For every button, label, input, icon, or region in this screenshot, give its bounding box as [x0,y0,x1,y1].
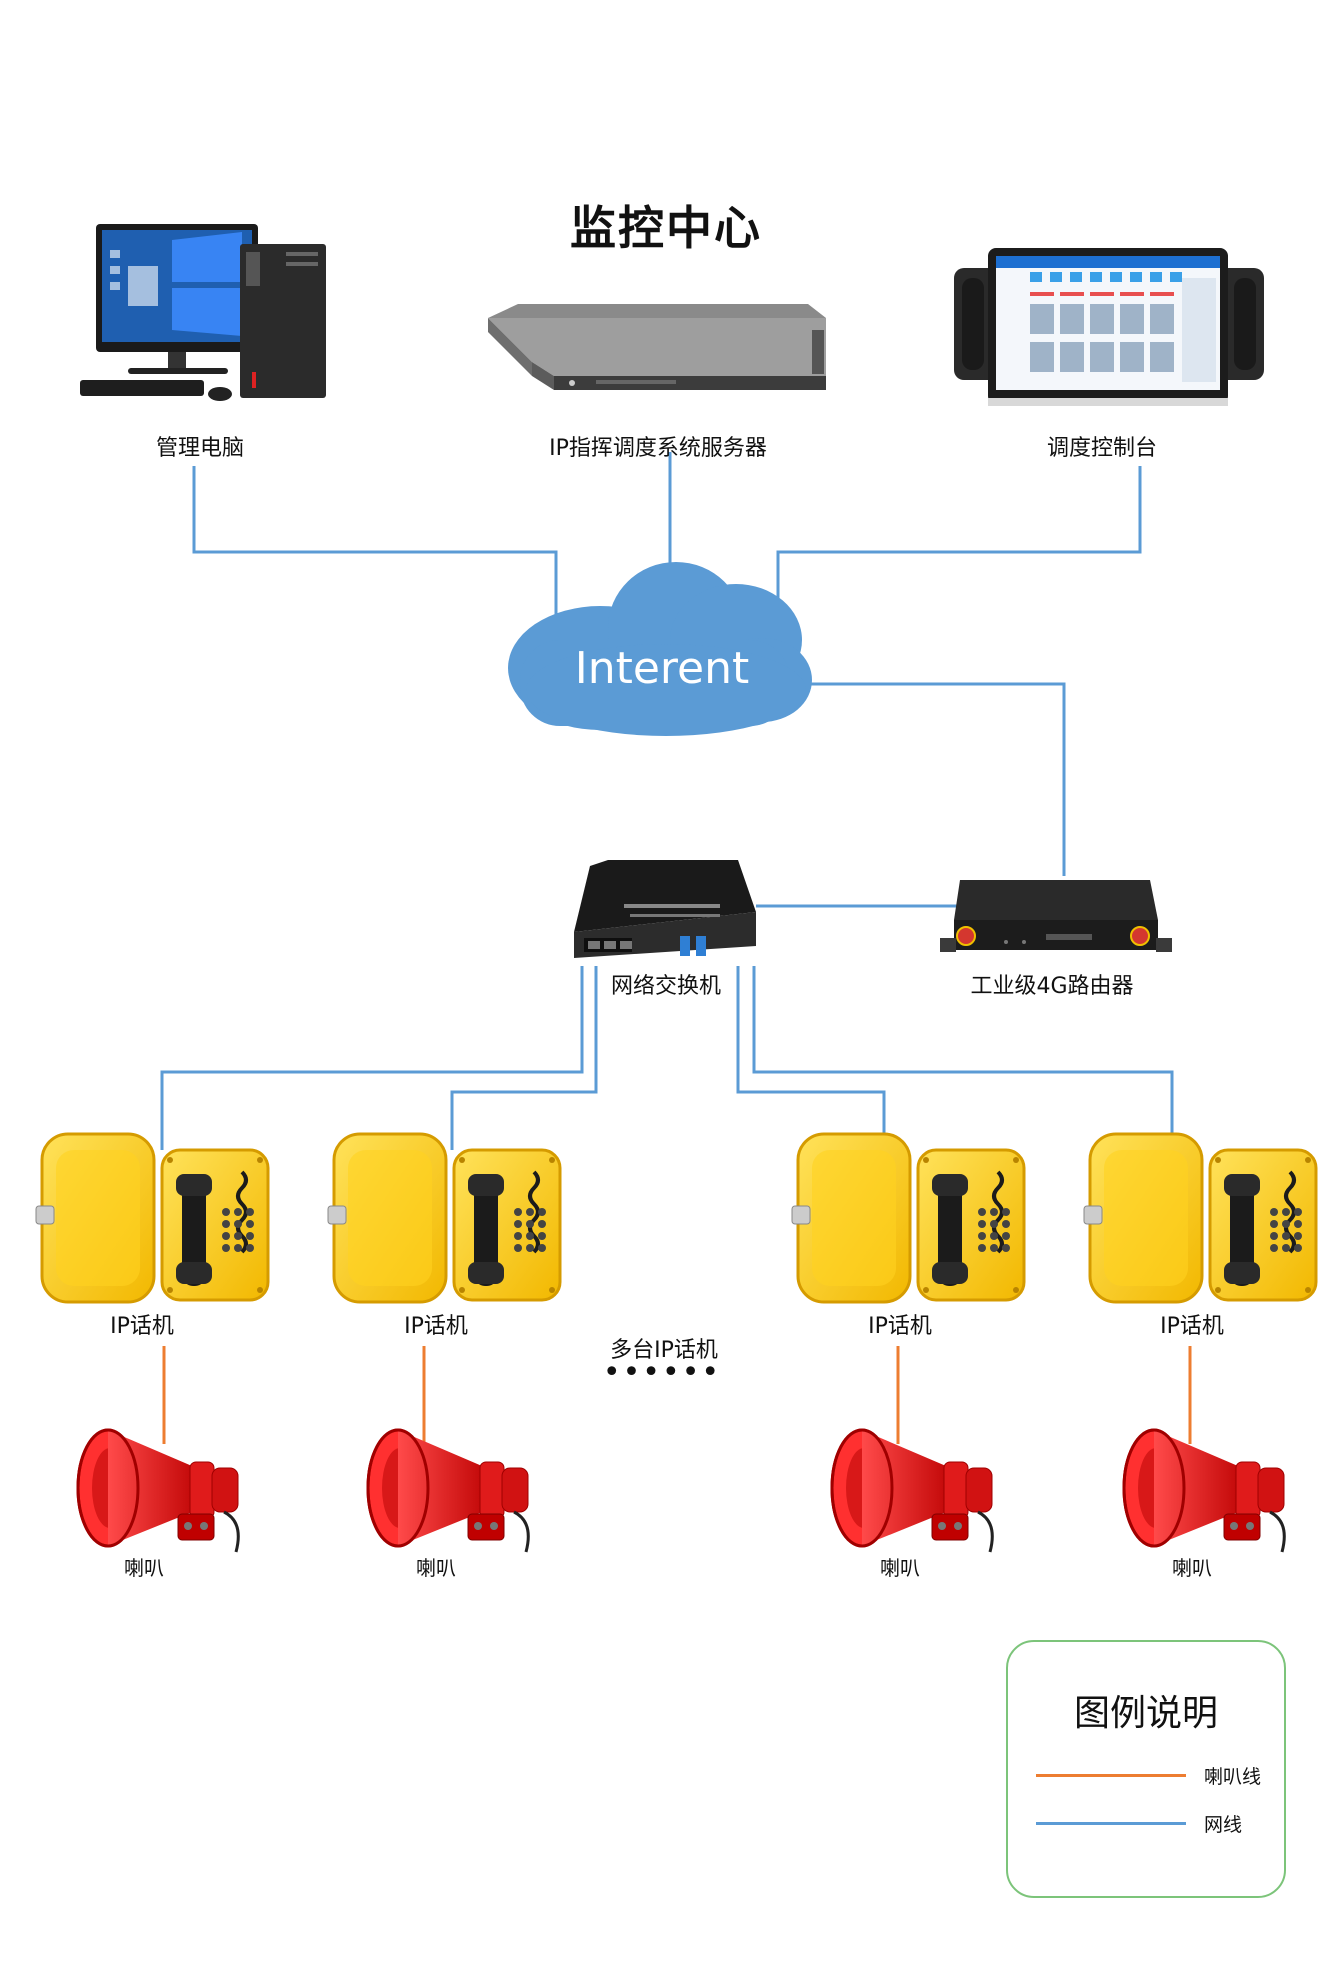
phone-2-label: IP话机 [404,1314,468,1339]
ip-phone-2-icon [326,1132,562,1304]
multi-phone-label: 多台IP话机 [610,1338,718,1363]
legend-network-line-swatch [1036,1822,1186,1825]
dispatch-console-icon [954,248,1264,406]
network-lines [160,452,1174,1150]
speaker-2-label: 喇叭 [416,1556,456,1580]
legend-speaker-line-label: 喇叭线 [1204,1766,1262,1788]
ip-phone-3-icon [790,1132,1026,1304]
line-cloud-router [808,682,1066,876]
line-console-cloud [776,466,1142,638]
line-switch-phone2 [450,966,598,1150]
line-pc-cloud [192,466,558,628]
legend-title: 图例说明 [1073,1693,1218,1734]
dispatch-server-icon [488,304,826,390]
ellipsis-dots: •••••• [602,1355,722,1390]
line-switch-phone3 [736,966,886,1150]
console-label: 调度控制台 [1046,436,1158,461]
line-switch-phone1 [160,966,584,1150]
speaker-2-icon [366,1428,530,1554]
speaker-4-icon [1122,1428,1286,1554]
speaker-3-label: 喇叭 [880,1556,920,1580]
speaker-lines [162,1346,1192,1444]
phone-3-label: IP话机 [868,1314,932,1339]
line-switch-phone4 [752,966,1174,1150]
network-switch-icon [574,860,756,958]
speaker-1-icon [76,1428,240,1554]
phone-1-label: IP话机 [110,1314,174,1339]
legend-box: 图例说明 喇叭线 网线 [1006,1640,1286,1898]
internet-cloud [508,562,812,736]
switch-label: 网络交换机 [610,974,722,999]
legend-speaker-line-swatch [1036,1774,1186,1777]
4g-router-icon [940,880,1172,952]
speaker-1-label: 喇叭 [124,1556,164,1580]
pc-label: 管理电脑 [155,436,245,461]
router-label: 工业级4G路由器 [970,974,1134,999]
legend-network-line-label: 网线 [1204,1814,1243,1836]
ip-phone-4-icon [1082,1132,1318,1304]
diagram-title: 监控中心 [570,201,762,255]
speaker-3-icon [830,1428,994,1554]
phone-4-label: IP话机 [1160,1314,1224,1339]
server-label: IP指挥调度系统服务器 [549,436,767,461]
ip-phone-1-icon [34,1132,270,1304]
cloud-label: Interent [574,643,750,694]
management-pc-icon [80,224,326,401]
speaker-4-label: 喇叭 [1172,1556,1212,1580]
